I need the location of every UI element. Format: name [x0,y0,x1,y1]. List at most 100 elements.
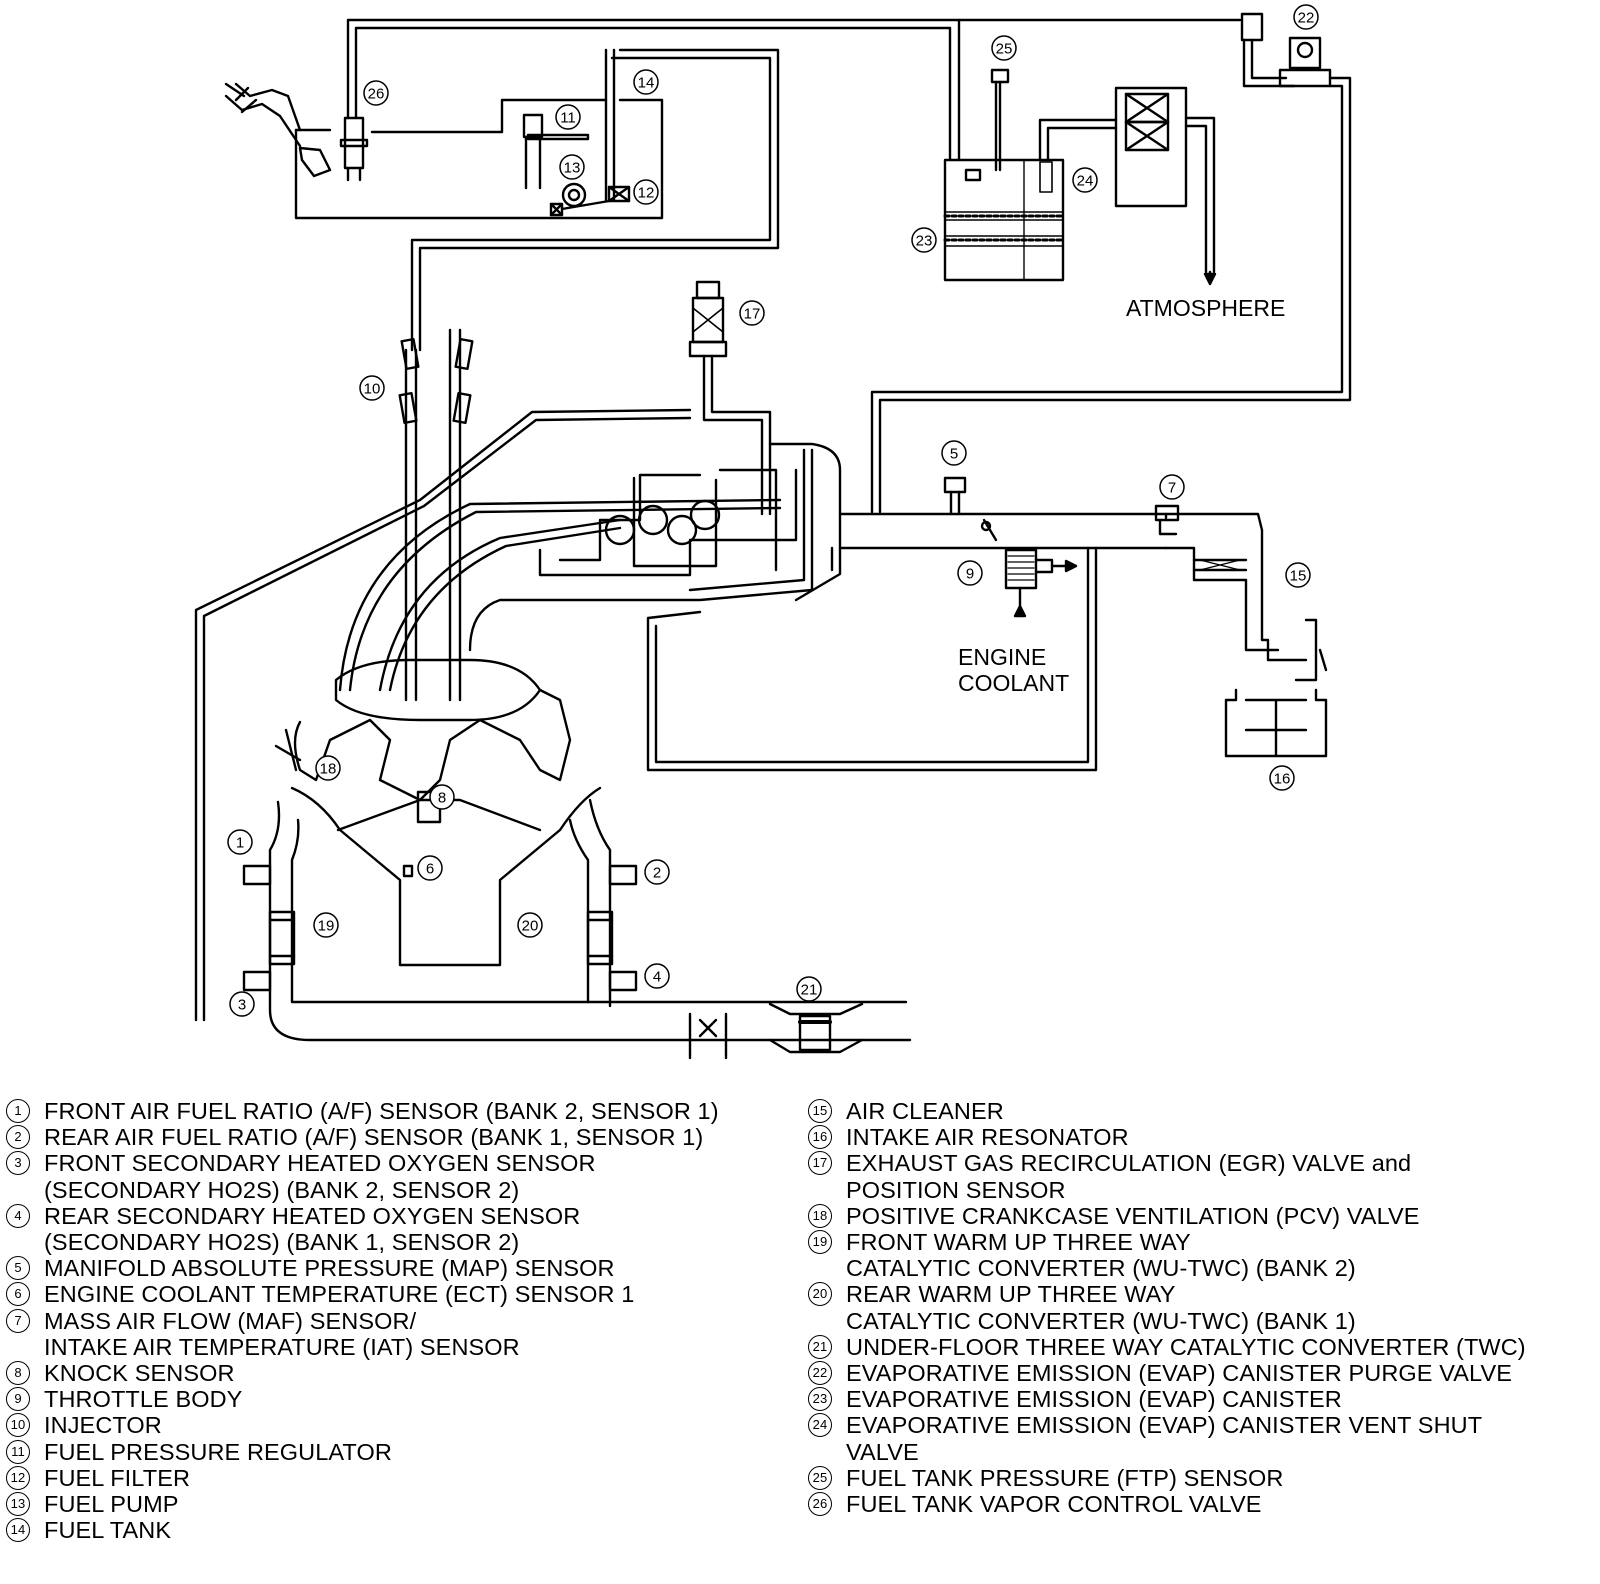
injectors [398,328,474,702]
legend-number: 11 [6,1439,30,1464]
legend-number: 24 [808,1413,832,1438]
intake-manifold [194,408,1328,1022]
egr-valve [688,280,772,516]
callout-6-number: 6 [426,861,434,878]
callout-11: 11 [555,104,581,130]
callout-6: 6 [417,855,443,881]
legend-number: 7 [6,1308,30,1333]
legend-number: 1 [6,1099,30,1123]
legend-text: INTAKE AIR RESONATOR [846,1124,1129,1151]
legend-number: 2 [6,1125,30,1150]
legend-number: 16 [808,1125,832,1150]
legend-item-1: 1 FRONT AIR FUEL RATIO (A/F) SENSOR (BANK… [6,1098,796,1124]
legend-number: 19 [808,1230,832,1255]
legend-text: EXHAUST GAS RECIRCULATION (EGR) VALVE an… [846,1150,1412,1203]
callout-25-number: 25 [996,41,1013,58]
evap-canister-assembly [870,12,1352,514]
legend-text: FUEL TANK [44,1517,172,1544]
legend-text: ENGINE COOLANT TEMPERATURE (ECT) SENSOR … [44,1281,635,1308]
legend-number: 15 [808,1099,832,1123]
callout-2-number: 2 [653,865,661,882]
legend-number: 13 [6,1492,30,1517]
callout-12: 12 [633,179,659,205]
atmosphere-label: ATMOSPHERE [1126,295,1285,321]
callout-9-number: 9 [966,566,974,583]
callout-26-number: 26 [368,86,385,103]
legend-number: 3 [6,1151,30,1176]
callout-19: 19 [313,912,339,938]
callout-15: 15 [1285,562,1311,588]
callout-12-number: 12 [638,185,655,202]
legend-item-19: 19 FRONT WARM UP THREE WAY CATALYTIC CONV… [808,1229,1600,1281]
legend-item-9: 9 THROTTLE BODY [6,1386,796,1412]
legend-text: AIR CLEANER [846,1098,1004,1124]
legend-text: FRONT WARM UP THREE WAY CATALYTIC CONVER… [846,1229,1356,1282]
fuel-tank-assembly [224,48,664,220]
callout-21-number: 21 [801,982,818,999]
callout-25: 25 [991,35,1017,61]
legend-item-15: 15 AIR CLEANER [808,1098,1600,1124]
callout-5-number: 5 [950,446,958,463]
callout-20-number: 20 [522,918,539,935]
legend-text: FUEL TANK VAPOR CONTROL VALVE [846,1491,1262,1518]
legend-text: EVAPORATIVE EMISSION (EVAP) CANISTER [846,1386,1342,1413]
callout-20: 20 [517,912,543,938]
callout-18-number: 18 [320,761,337,778]
legend-text: REAR WARM UP THREE WAY CATALYTIC CONVERT… [846,1281,1356,1334]
legend-text: FRONT SECONDARY HEATED OXYGEN SENSOR (SE… [44,1150,596,1203]
legend-text: INJECTOR [44,1412,162,1439]
legend-text: FUEL FILTER [44,1464,191,1491]
callout-7: 7 [1159,474,1185,500]
callout-23: 23 [911,227,937,253]
legend-number: 17 [808,1151,832,1176]
callout-1-number: 1 [236,835,244,852]
legend-text: FRONT AIR FUEL RATIO (A/F) SENSOR (BANK … [44,1098,719,1124]
callout-8: 8 [429,784,455,810]
callout-1: 1 [227,829,253,855]
legend-number: 9 [6,1387,30,1412]
callout-2: 2 [644,859,670,885]
legend-text: EVAPORATIVE EMISSION (EVAP) CANISTER VEN… [846,1412,1483,1465]
legend-number: 4 [6,1203,30,1228]
legend-number: 14 [6,1518,30,1543]
legend-item-16: 16 INTAKE AIR RESONATOR [808,1124,1600,1150]
legend-item-6: 6 ENGINE COOLANT TEMPERATURE (ECT) SENSOR… [6,1281,796,1307]
callout-10-number: 10 [364,381,381,398]
legend-text: FUEL PUMP [44,1491,179,1518]
legend-item-14: 14 FUEL TANK [6,1517,796,1543]
legend-number: 6 [6,1282,30,1307]
legend-number: 12 [6,1465,30,1490]
legend-number: 18 [808,1203,832,1228]
engine-coolant-label: ENGINE COOLANT [958,644,1069,696]
legend-item-12: 12 FUEL FILTER [6,1465,796,1491]
legend-item-13: 13 FUEL PUMP [6,1491,796,1517]
callout-26: 26 [363,80,389,106]
legend-item-24: 24 EVAPORATIVE EMISSION (EVAP) CANISTER V… [808,1412,1600,1465]
legend-item-17: 17 EXHAUST GAS RECIRCULATION (EGR) VALVE … [808,1150,1600,1203]
legend-number: 21 [808,1334,832,1359]
legend-number: 25 [808,1465,832,1490]
engine-emission-system-diagram: 1 2 3 4 5 6 7 8 9 10 11 12 13 14 15 16 1… [194,4,1352,1060]
legend-text: THROTTLE BODY [44,1386,243,1413]
legend-item-3: 3 FRONT SECONDARY HEATED OXYGEN SENSOR (S… [6,1150,796,1203]
legend-item-4: 4 REAR SECONDARY HEATED OXYGEN SENSOR (SE… [6,1203,796,1255]
callout-11-number: 11 [560,110,576,127]
callout-8-number: 8 [438,790,446,807]
callout-5: 5 [941,440,967,466]
callout-9: 9 [957,560,983,586]
legend-text: REAR AIR FUEL RATIO (A/F) SENSOR (BANK 1… [44,1124,704,1151]
legend-text: EVAPORATIVE EMISSION (EVAP) CANISTER PUR… [846,1360,1512,1387]
callout-22-number: 22 [1298,10,1315,27]
legend-text: UNDER-FLOOR THREE WAY CATALYTIC CONVERTE… [846,1333,1526,1360]
callout-15-number: 15 [1290,568,1307,585]
legend-right-column: 15 AIR CLEANER 16 INTAKE AIR RESONATOR 17 EXH… [808,1098,1600,1517]
legend-text: REAR SECONDARY HEATED OXYGEN SENSOR (SEC… [44,1202,581,1256]
legend-number: 5 [6,1256,30,1281]
